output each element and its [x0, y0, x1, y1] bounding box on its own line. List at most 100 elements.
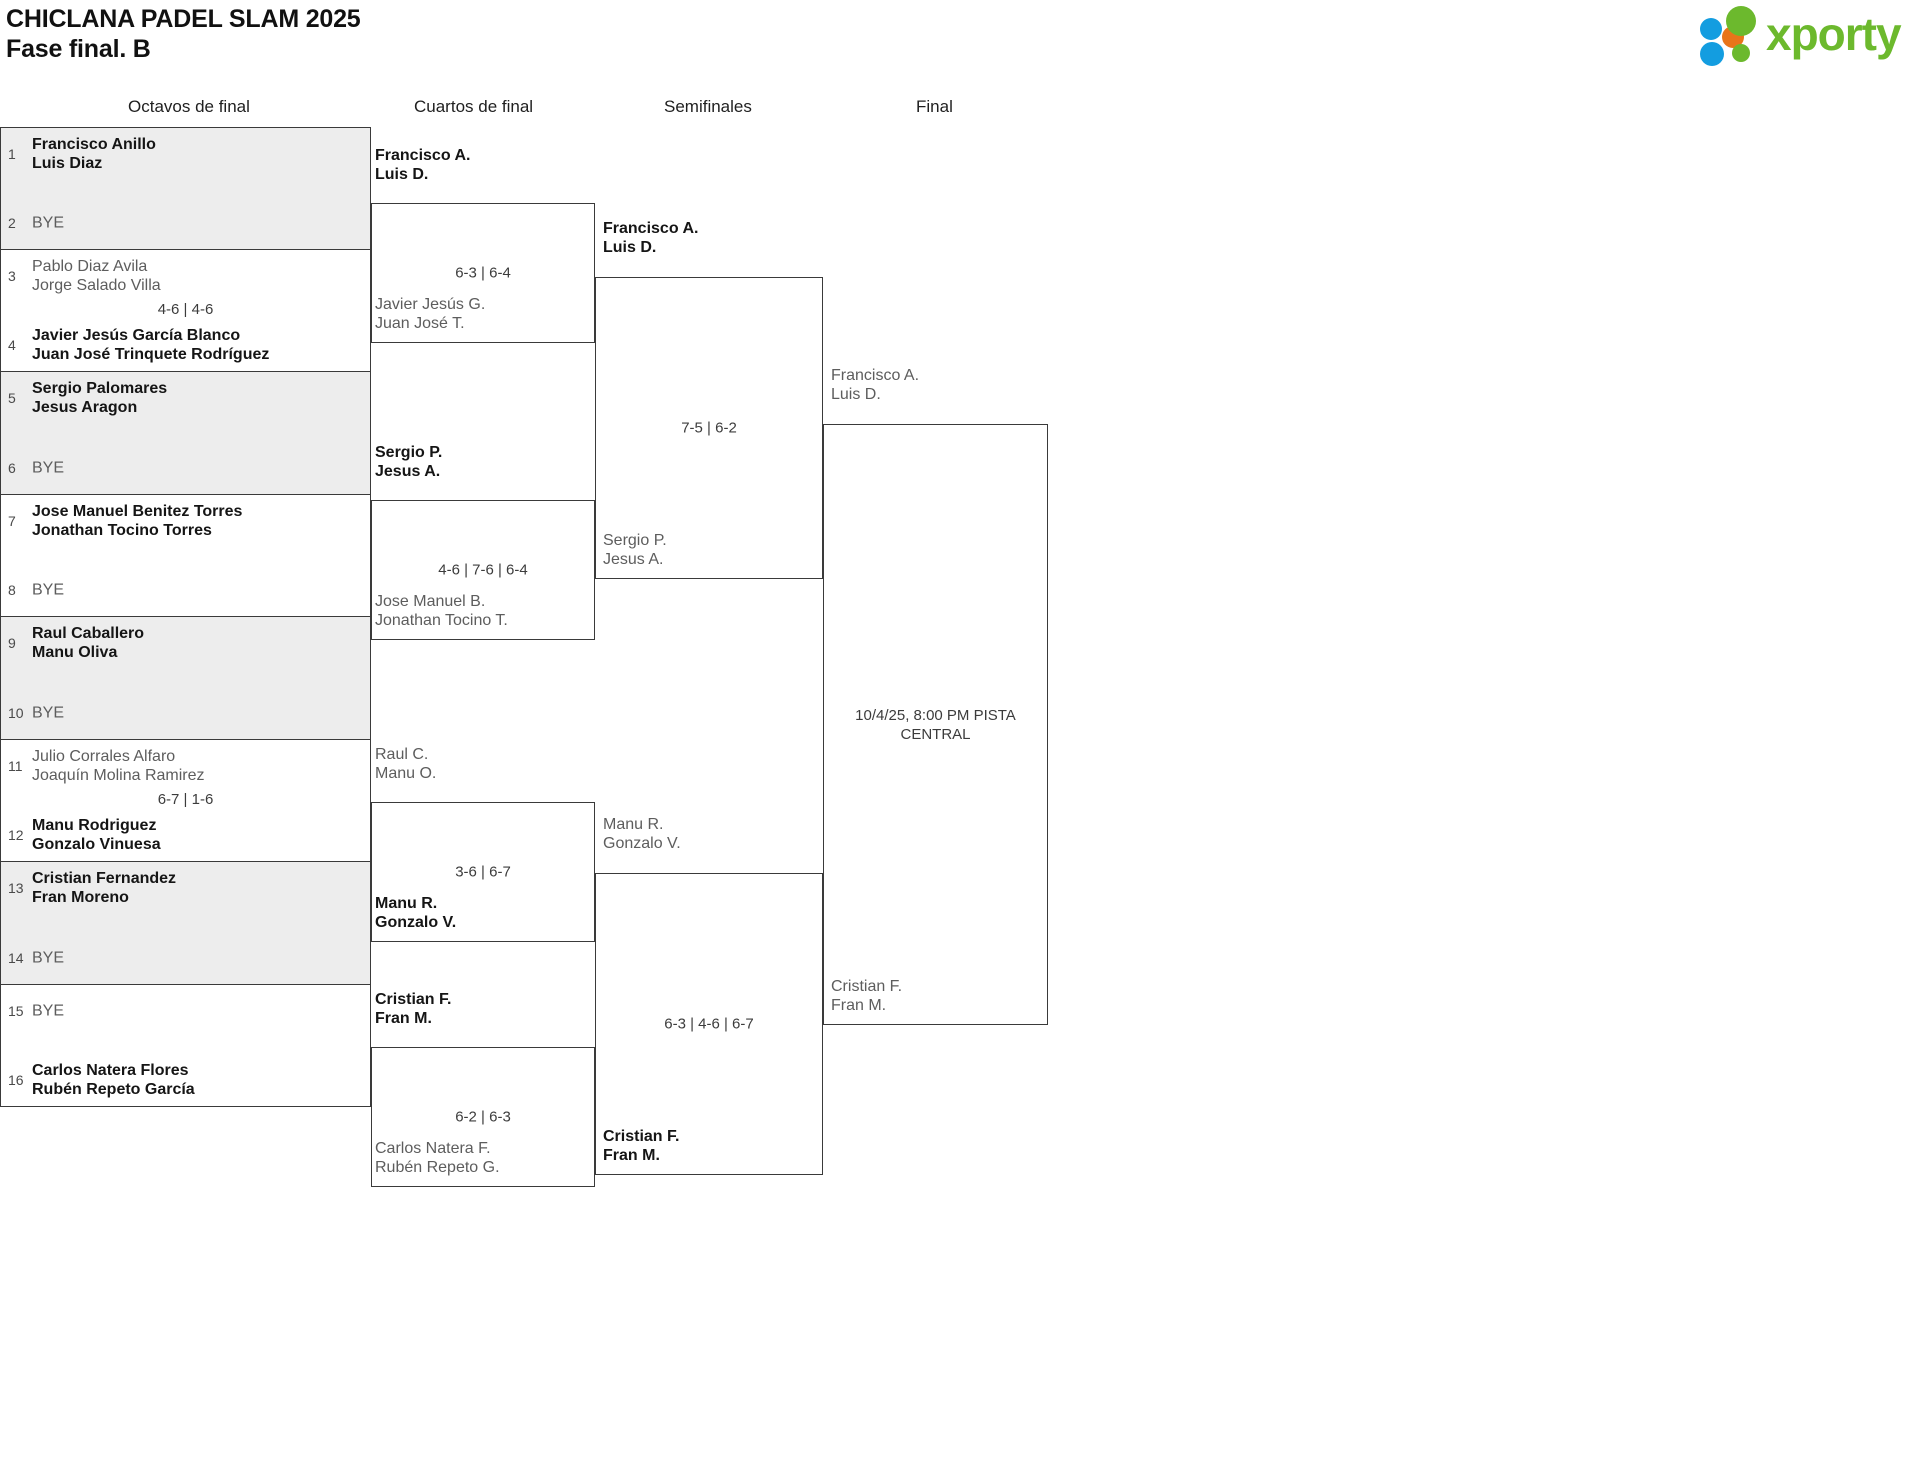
r16-slot-top[interactable]: 15 BYE	[1, 989, 370, 1033]
seed-number: 12	[8, 827, 24, 843]
bye-label: BYE	[32, 1002, 65, 1019]
qf-team-bottom[interactable]: Javier Jesús G. Juan José T.	[375, 295, 485, 333]
player-name: Raul C.	[375, 746, 429, 763]
seed-number: 16	[8, 1072, 24, 1088]
r16-slot-bottom[interactable]: 6 BYE	[1, 446, 370, 490]
match-score: 6-3 | 4-6 | 6-7	[664, 1015, 754, 1033]
qf-team-top[interactable]: Francisco A.Luis D.	[375, 146, 470, 184]
player-name: Javier Jesús G.	[375, 296, 486, 313]
match-score: 6-2 | 6-3	[455, 1108, 511, 1126]
seed-number: 15	[8, 1002, 24, 1019]
seed-number: 5	[8, 390, 16, 406]
player-name: Jesus A.	[375, 463, 441, 480]
player-name: Julio Corrales Alfaro	[32, 747, 176, 765]
qf-team-top[interactable]: Sergio P.Jesus A.	[375, 443, 442, 481]
round-header-octavos: Octavos de final	[128, 97, 250, 116]
seed-number: 2	[8, 214, 16, 231]
player-name: Luis Diaz	[32, 155, 103, 172]
seed-number: 10	[8, 704, 24, 721]
qf-match-box[interactable]: 4-6 | 7-6 | 6-4	[371, 500, 595, 640]
qf-team-top[interactable]: Raul C. Manu O.	[375, 745, 436, 783]
player-name: Gonzalo V.	[375, 914, 457, 931]
player-name: Jesus A.	[603, 551, 664, 568]
qf-match-box[interactable]: 3-6 | 6-7	[371, 802, 595, 942]
player-name: Raul Caballero	[32, 625, 145, 642]
player-name: Jose Manuel B.	[375, 593, 486, 610]
player-name: Jorge Salado Villa	[32, 276, 161, 294]
player-name: Juan José T.	[375, 315, 465, 332]
player-name: Manu O.	[375, 765, 437, 782]
match-score: 4-6 | 4-6	[157, 301, 214, 319]
bye-label: BYE	[32, 459, 65, 476]
player-name: Carlos Natera F.	[375, 1140, 491, 1157]
player-name: Sergio P.	[603, 532, 667, 549]
round-header-cuartos: Cuartos de final	[414, 97, 534, 116]
seed-number: 6	[8, 459, 16, 476]
qf-match-box[interactable]: 6-2 | 6-3	[371, 1047, 595, 1187]
bye-label: BYE	[32, 581, 65, 599]
seed-number: 9	[8, 635, 16, 651]
sf-match-box[interactable]: 6-3 | 4-6 | 6-7	[595, 873, 823, 1175]
round-header-semifinales: Semifinales	[664, 97, 752, 116]
player-name: Gonzalo Vinuesa	[32, 836, 161, 853]
logo-dot-blue-top	[1700, 18, 1722, 40]
sf-match-box[interactable]: 7-5 | 6-2	[595, 277, 823, 579]
qf-match-box[interactable]: 6-3 | 6-4	[371, 203, 595, 343]
player-name: Javier Jesús García Blanco	[32, 327, 241, 344]
match-score: 3-6 | 6-7	[455, 863, 511, 881]
sf-team-bottom[interactable]: Cristian F.Fran M.	[603, 1127, 679, 1165]
player-name: Sergio Palomares	[32, 380, 168, 397]
final-match-box[interactable]: 10/4/25, 8:00 PM PISTA CENTRAL	[823, 424, 1048, 1025]
seed-number: 3	[8, 267, 16, 284]
player-name: Jesus Aragon	[32, 399, 138, 416]
sf-team-top[interactable]: Manu R.Gonzalo V.	[603, 815, 681, 853]
player-name: Carlos Natera Flores	[32, 1062, 189, 1079]
player-name: Fran M.	[603, 1147, 660, 1164]
logo-wordmark: xporty	[1766, 8, 1902, 60]
qf-team-bottom[interactable]: Carlos Natera F.Rubén Repeto G.	[375, 1139, 500, 1177]
qf-team-bottom[interactable]: Jose Manuel B. Jonathan Tocino T.	[375, 592, 508, 630]
sf-team-bottom[interactable]: Sergio P. Jesus A.	[603, 531, 667, 569]
sf-team-top[interactable]: Francisco A.Luis D.	[603, 219, 698, 257]
player-name: Jonathan Tocino T.	[375, 612, 508, 629]
player-name: Gonzalo V.	[603, 835, 681, 852]
match-score: 10/4/25, 8:00 PM PISTA CENTRAL	[855, 706, 1016, 743]
player-name: Francisco A.	[603, 220, 699, 237]
final-team-bottom[interactable]: Cristian F.Fran M.	[831, 977, 902, 1015]
final-team-top[interactable]: Francisco A.Luis D.	[831, 366, 919, 404]
qf-team-bottom[interactable]: Manu R.Gonzalo V.	[375, 894, 456, 932]
qf-team-top[interactable]: Cristian F.Fran M.	[375, 990, 451, 1028]
